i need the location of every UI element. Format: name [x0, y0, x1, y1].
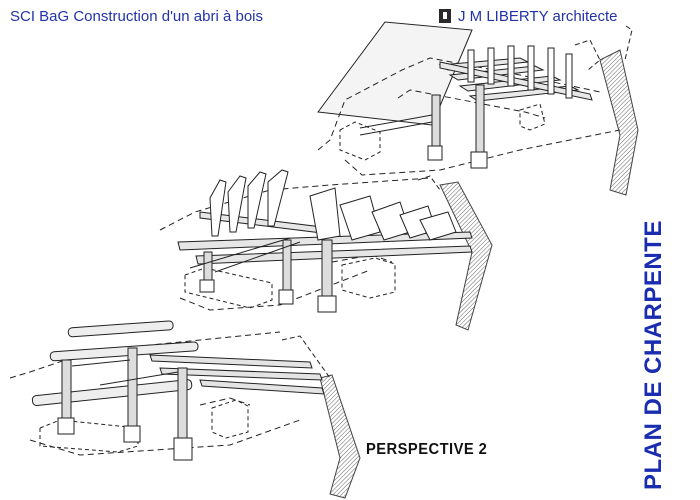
- rafters-middle: [209, 169, 457, 241]
- back-wall: [599, 49, 639, 196]
- beams-bottom: [149, 354, 325, 395]
- back-wall: [319, 374, 361, 499]
- document-title: SCI BaG Construction d'un abri à bois: [10, 8, 263, 25]
- sheet-title: PLAN DE CHARPENTE: [640, 220, 667, 490]
- view-label: PERSPECTIVE 2: [366, 441, 488, 458]
- post: [431, 94, 441, 148]
- architect-name: J M LIBERTY architecte: [458, 8, 618, 25]
- post: [475, 84, 485, 156]
- foundation-outline: [159, 177, 431, 231]
- back-wall: [439, 181, 493, 331]
- concrete-block: [184, 267, 273, 309]
- post: [177, 367, 188, 441]
- logs-bottom: [31, 320, 199, 407]
- assembly-middle: [159, 169, 493, 331]
- post: [321, 239, 333, 299]
- post: [61, 359, 72, 421]
- foundation-outline: [317, 57, 601, 151]
- architect-logo-icon: [439, 9, 451, 23]
- assembly-bottom: [9, 320, 361, 499]
- concrete-block: [339, 121, 381, 161]
- post: [203, 251, 213, 283]
- assembly-top: [317, 21, 639, 196]
